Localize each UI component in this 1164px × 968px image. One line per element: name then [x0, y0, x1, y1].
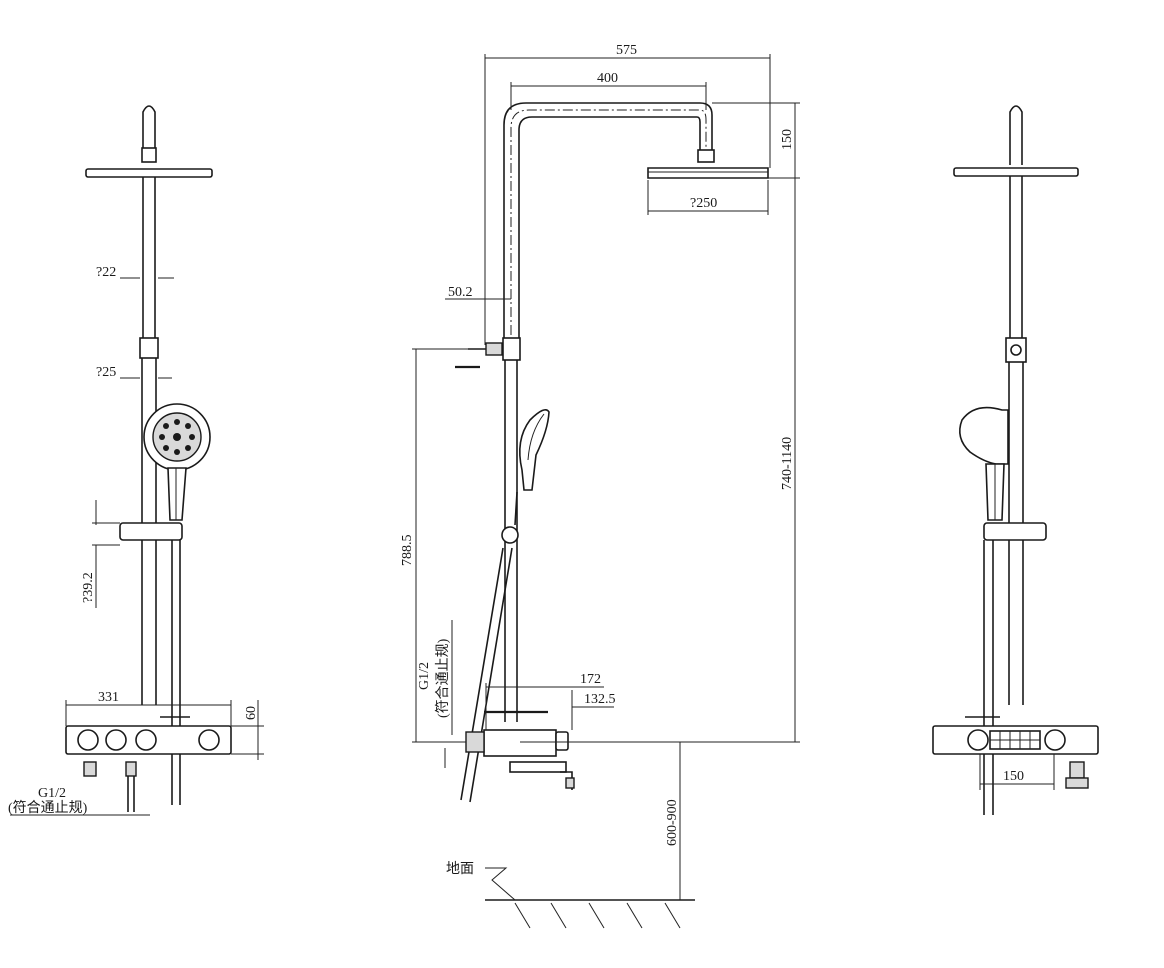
mid-inlet-note: (符合通止规) [435, 638, 451, 718]
dim-holder: ?39.2 [81, 572, 96, 603]
dim-width: 331 [98, 690, 119, 705]
left-inlet-thread: G1/2 [38, 786, 66, 801]
dim-height: 60 [244, 706, 259, 720]
dim-spout-inner: 132.5 [584, 692, 616, 707]
dim-total-width: 575 [616, 43, 637, 58]
dim-column-height: 740-1140 [780, 437, 795, 490]
left-inlet-note: (符合通止规) [8, 800, 88, 816]
dim-head-diameter: ?250 [690, 196, 717, 211]
dim-wall-offset: 50.2 [448, 285, 473, 300]
back-view: 150 [932, 105, 1099, 815]
floor-label: 地面 [446, 861, 474, 877]
dim-head-drop: 150 [780, 129, 795, 150]
hand-shower-front [143, 403, 211, 521]
dim-rod-top: ?22 [96, 265, 116, 280]
mid-inlet-thread: G1/2 [417, 662, 432, 690]
floor-hatch [485, 899, 695, 929]
dim-panel-width: 150 [1003, 769, 1024, 784]
dim-arm-length: 400 [597, 71, 618, 86]
dim-spout-depth: 172 [580, 672, 601, 687]
dim-floor-height: 600-900 [665, 799, 680, 846]
dim-rod-lower: ?25 [96, 365, 116, 380]
front-view: ?22 ?25 ?39.2 331 60 G1/2 (符合通止规) [8, 105, 264, 816]
side-view: 575 400 150 ?250 50.2 740-1140 788.5 G1/… [400, 43, 800, 929]
dim-inlet-height: 788.5 [400, 535, 415, 567]
